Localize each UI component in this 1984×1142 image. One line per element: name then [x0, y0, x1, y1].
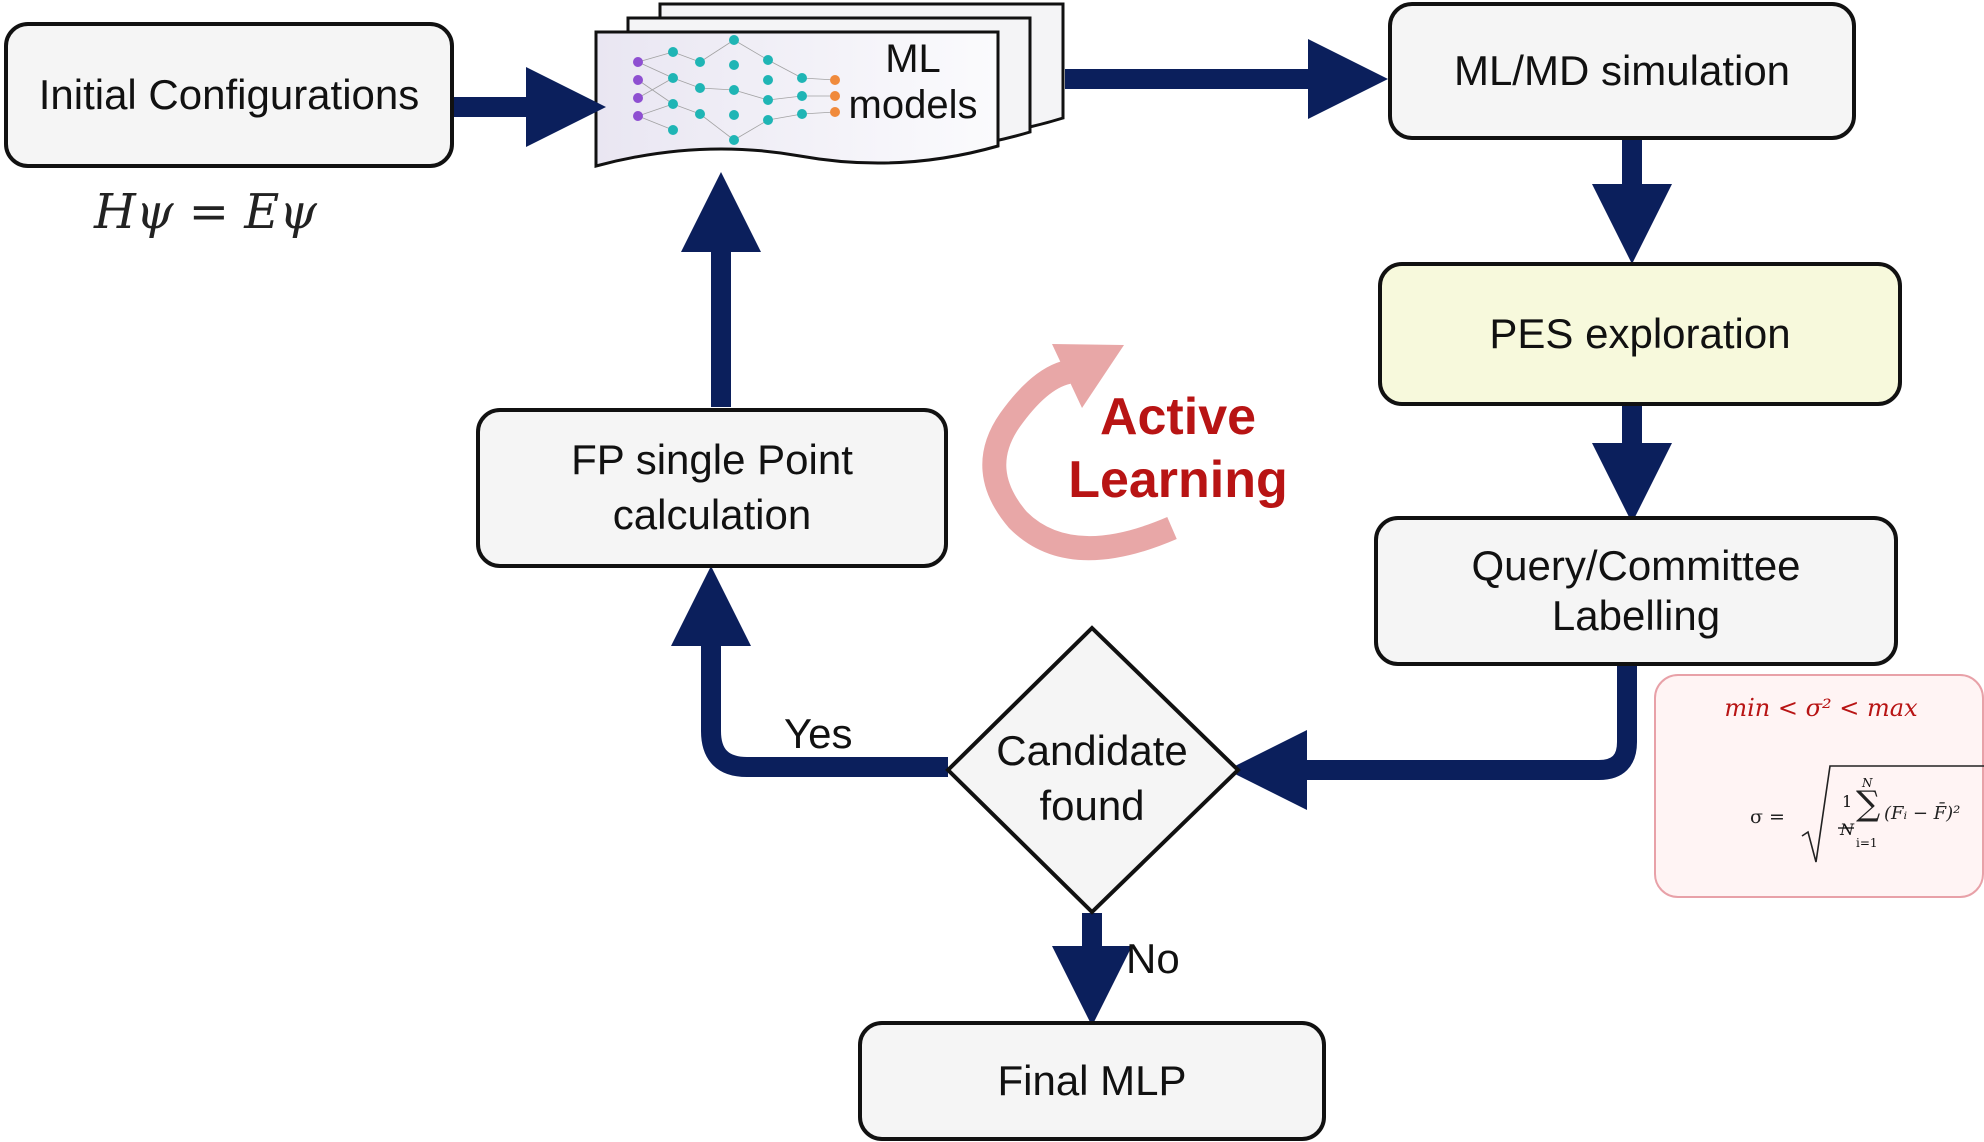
arrow-candidate-yes-to-fp: [671, 566, 948, 777]
node-mlmd-label: ML/MD simulation: [1453, 46, 1791, 94]
uncertainty-criterion-box: min < σ² < max σ = 1 N N ∑ i=1 (Fᵢ − F̄)…: [1654, 674, 1984, 898]
edge-label-no: No: [1126, 935, 1180, 982]
active-line2: Learning: [1068, 451, 1288, 510]
active-learning-label: Active Learning: [1058, 386, 1298, 513]
node-pes-label: PES exploration: [1489, 309, 1791, 357]
sum-symbol: ∑: [1856, 784, 1881, 824]
node-final-mlp: Final MLP: [858, 1021, 1326, 1141]
node-query-line1: Query/Committee: [1471, 541, 1801, 589]
node-fp-line1: FP single Point: [571, 436, 853, 484]
sigma-frac-den: N: [1840, 820, 1854, 839]
node-ml-models-label: ML models: [838, 36, 988, 128]
ml-label-line2: models: [848, 83, 978, 127]
node-query-line2: Labelling: [1551, 592, 1721, 639]
sigma-lhs: σ =: [1750, 806, 1785, 828]
node-query-committee-labelling: Query/Committee Labelling: [1374, 516, 1898, 666]
neural-nodes: [633, 35, 840, 145]
sigma-sum-top: N: [1862, 776, 1873, 790]
edge-label-yes: Yes: [784, 710, 853, 757]
node-pes-exploration: PES exploration: [1378, 262, 1902, 406]
node-candidate-found-label: Candidate found: [962, 724, 1222, 833]
sigma-sum-bottom: i=1: [1856, 836, 1878, 850]
candidate-diamond: [945, 625, 1241, 915]
node-fp-line2: calculation: [612, 491, 812, 538]
arrow-query-to-candidate: [1227, 662, 1637, 810]
ml-label-line1: ML: [885, 37, 941, 81]
node-ml-md-simulation: ML/MD simulation: [1388, 2, 1856, 140]
node-initial-label: Initial Configurations: [38, 70, 420, 118]
candidate-line1: Candidate: [996, 727, 1188, 774]
ml-models-icon: [594, 2, 1065, 168]
neural-network-icon: [637, 39, 836, 141]
node-initial-configurations: Initial Configurations: [4, 22, 454, 168]
node-final-label: Final MLP: [997, 1056, 1187, 1104]
active-learning-curved-arrow: [982, 344, 1177, 561]
active-line1: Active: [1099, 388, 1257, 446]
criterion-equation: min < σ² < max: [1724, 694, 1918, 722]
sigma-term: (Fᵢ − F̄)²: [1884, 803, 1961, 824]
node-fp-single-point: FP single Point calculation: [476, 408, 948, 568]
candidate-line2: found: [1039, 781, 1145, 829]
sigma-frac-num: 1: [1842, 792, 1853, 811]
schrodinger-equation: Hψ = Eψ: [94, 184, 317, 240]
sqrt-symbol: [1801, 765, 1984, 863]
